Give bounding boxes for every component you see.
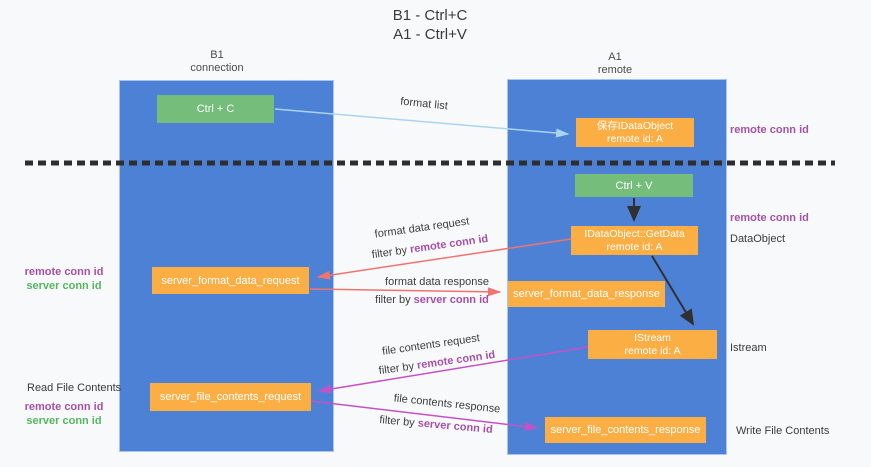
dataobject-label: DataObject — [730, 233, 786, 245]
left-column-name: B1 — [210, 49, 224, 61]
getdata-line2: remote id: A — [606, 240, 663, 253]
server-format-data-request-label: server_format_data_request — [161, 274, 300, 287]
title-line-1: B1 - Ctrl+C — [392, 7, 468, 24]
file-contents-response-arrow — [310, 400, 539, 432]
istream-side-label: Istream — [730, 342, 767, 354]
left-conn-id-pair-bottom: remote conn id server conn id — [19, 400, 109, 428]
format-data-response-arrow — [309, 287, 502, 297]
getdata-node: IDataObject::GetData remote id: A — [571, 226, 698, 255]
server-format-data-response-node: server_format_data_response — [508, 281, 665, 307]
format-data-request-arrow — [316, 238, 572, 280]
remote-conn-id-label-mid: remote conn id — [730, 212, 809, 224]
save-dataobject-line1: 保存IDataObject — [596, 119, 674, 132]
server-conn-id-inline: server conn id — [413, 294, 489, 306]
server-conn-id-label-left-bottom: server conn id — [26, 415, 102, 427]
server-file-contents-response-label: server_file_contents_response — [550, 424, 701, 436]
format-data-response-filter-label: filter by server conn id — [375, 294, 489, 306]
server-conn-id-label-left-top: server conn id — [26, 280, 102, 292]
write-file-contents-label: Write File Contents — [736, 425, 830, 437]
file-contents-request-arrow — [317, 346, 589, 394]
diagram-title: B1 - Ctrl+C A1 - Ctrl+V — [280, 6, 580, 44]
left-column-role: connection — [190, 62, 244, 74]
server-file-contents-request-node: server_file_contents_request — [150, 383, 311, 411]
server-format-data-response-label: server_format_data_response — [513, 288, 660, 300]
format-data-response-arrow-label: format data response — [385, 276, 489, 288]
left-column-header: B1 connection — [157, 49, 277, 75]
read-file-contents-label: Read File Contents — [27, 382, 122, 394]
getdata-to-istream-arrow — [651, 255, 695, 326]
server-format-data-request-node: server_format_data_request — [152, 267, 309, 294]
remote-conn-id-label-left-top: remote conn id — [24, 266, 104, 278]
left-conn-id-pair-top: remote conn id server conn id — [19, 265, 109, 293]
server-file-contents-request-label: server_file_contents_request — [159, 391, 302, 403]
right-column-name: A1 — [608, 51, 622, 63]
remote-conn-id-label-left-bottom: remote conn id — [24, 401, 104, 413]
ctrl-c-node: Ctrl + C — [157, 95, 274, 123]
save-dataobject-line2: remote id: A — [606, 132, 664, 145]
remote-conn-id-label-top: remote conn id — [730, 124, 809, 136]
title-line-2: A1 - Ctrl+V — [393, 26, 467, 43]
ctrl-c-label: Ctrl + C — [196, 103, 235, 115]
ctrl-v-node: Ctrl + V — [575, 174, 693, 197]
filter-by-text: filter by — [375, 294, 411, 306]
getdata-line1: IDataObject::GetData — [584, 227, 685, 240]
istream-line1: IStream — [634, 331, 671, 344]
format-list-arrow — [274, 108, 570, 138]
server-file-contents-response-node: server_file_contents_response — [545, 417, 706, 443]
right-column-role: remote — [597, 64, 633, 76]
right-column-header: A1 remote — [555, 51, 675, 77]
istream-node: IStream remote id: A — [588, 330, 717, 359]
istream-line2: remote id: A — [624, 344, 681, 357]
ctrl-v-label: Ctrl + V — [615, 179, 653, 192]
save-dataobject-node: 保存IDataObject remote id: A — [576, 118, 694, 147]
